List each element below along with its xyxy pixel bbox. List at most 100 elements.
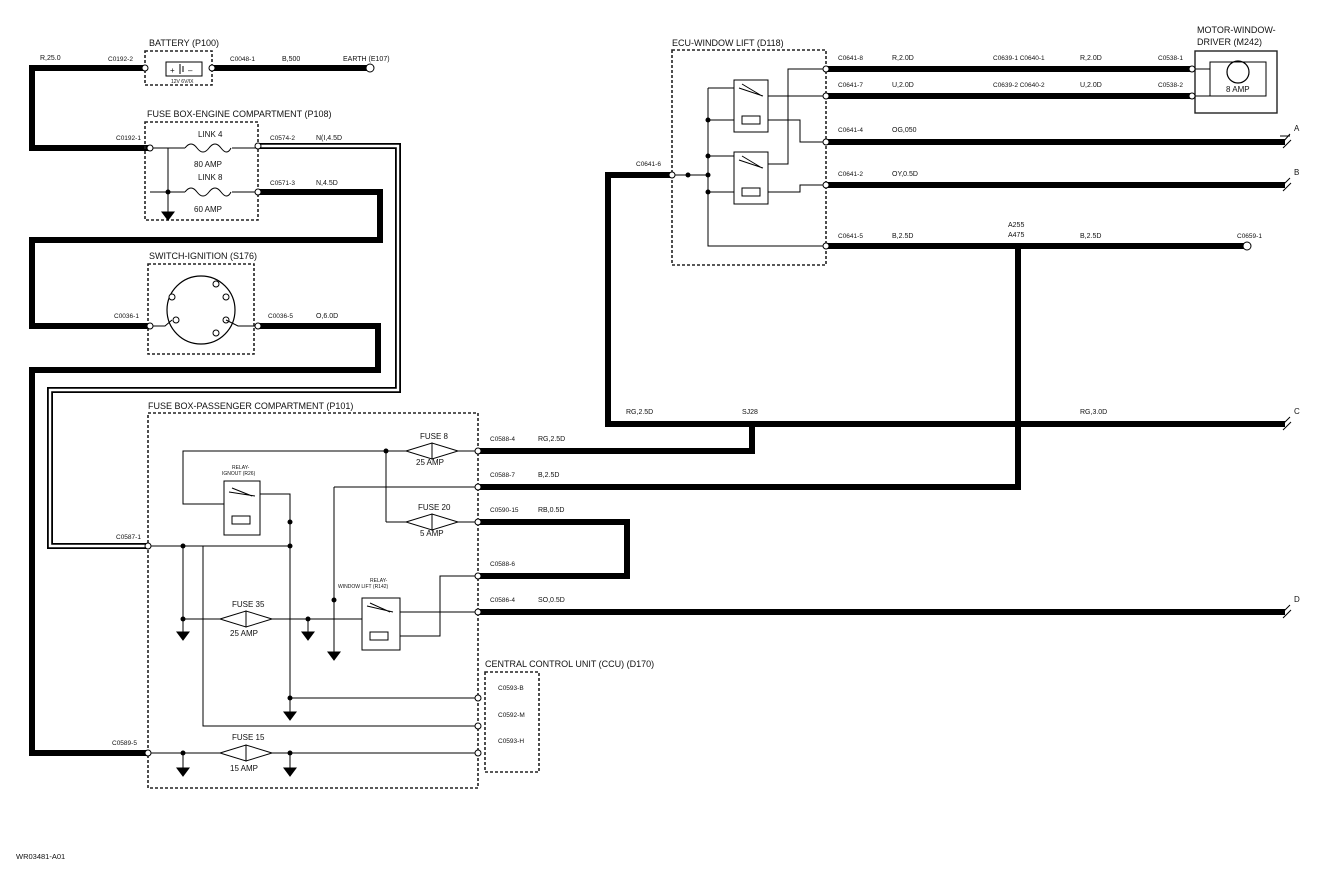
wire-o60d: O,6.0D bbox=[316, 313, 338, 320]
output-labels: A B C D bbox=[1294, 124, 1300, 604]
relay1-label: RELAY-IGNOUT (R26) bbox=[222, 465, 256, 477]
motor-rating: 8 AMP bbox=[1226, 85, 1250, 94]
svg-text:+: + bbox=[170, 66, 175, 75]
link8-rating: 60 AMP bbox=[194, 205, 222, 214]
link4-rating: 80 AMP bbox=[194, 160, 222, 169]
connector-labels: C0192-2 C0048-1 C0192-1 C0574-2 C0571-3 … bbox=[108, 55, 1262, 747]
conn-c0659-1: C0659-1 bbox=[1237, 233, 1262, 240]
wire-earth-label: EARTH (E107) bbox=[343, 56, 390, 63]
output-d: D bbox=[1294, 595, 1300, 604]
conn-c0036-5: C0036-5 bbox=[268, 313, 293, 320]
wire-fuse8-out bbox=[478, 424, 755, 454]
conn-c0588-7: C0588-7 bbox=[490, 472, 515, 479]
wire-ov05d: OY,0.5D bbox=[892, 171, 918, 178]
relay2-label: RELAY-WINDOW LIFT (R142) bbox=[338, 578, 389, 590]
wire-r250: R,25.0 bbox=[40, 55, 61, 62]
wire-b25d: B,2.5D bbox=[538, 472, 559, 479]
wire-rg25d-left: RG,2.5D bbox=[626, 409, 653, 416]
conn-c0641-2: C0641-2 bbox=[838, 171, 863, 178]
conn-c0574-2: C0574-2 bbox=[270, 135, 295, 142]
switch-ignition-title: SWITCH-IGNITION (S176) bbox=[149, 251, 257, 261]
link8-label: LINK 8 bbox=[198, 173, 223, 182]
conn-c0641-7: C0641-7 bbox=[838, 82, 863, 89]
wire-a255: A255 bbox=[1008, 222, 1024, 229]
conn-c0587-1: C0587-1 bbox=[116, 534, 141, 541]
conn-c0641-5: C0641-5 bbox=[838, 233, 863, 240]
ecu-title: ECU-WINDOW LIFT (D118) bbox=[672, 38, 784, 48]
fuse15-name: FUSE 15 bbox=[232, 733, 265, 742]
wire-b25d-ecu2: B,2.5D bbox=[1080, 233, 1101, 240]
battery-title: BATTERY (P100) bbox=[149, 38, 219, 48]
wire-ecu-ground bbox=[478, 246, 1021, 490]
conn-c0588-4: C0588-4 bbox=[490, 436, 515, 443]
fuse8-rating: 25 AMP bbox=[416, 458, 444, 467]
conn-c0590-15: C0590-15 bbox=[490, 507, 519, 514]
fuse-labels: FUSE 8 25 AMP FUSE 20 5 AMP FUSE 35 25 A… bbox=[230, 432, 451, 773]
motor-symbol bbox=[1192, 60, 1267, 97]
fuse-box-passenger bbox=[147, 412, 479, 789]
conn-c0641-6: C0641-6 bbox=[636, 161, 661, 168]
wire-n450: N(I,4.5D bbox=[316, 135, 342, 142]
conn-c0639-2: C0639-2 C0640-2 bbox=[993, 82, 1045, 89]
ecu-window-lift-box bbox=[671, 49, 827, 266]
wire-labels: R,25.0 B,500 EARTH (E107) N(I,4.5D N,4.5… bbox=[40, 55, 1107, 604]
passenger-thin-wiring bbox=[148, 450, 478, 768]
wire-b25d-ecu: B,2.5D bbox=[892, 233, 913, 240]
fuse-symbols bbox=[148, 442, 478, 762]
output-a: A bbox=[1294, 124, 1300, 133]
ignition-switch-symbol bbox=[150, 275, 258, 345]
wire-battery-to-fusebox bbox=[29, 65, 150, 151]
svg-text:–: – bbox=[188, 66, 193, 75]
wire-sj28: SJ28 bbox=[742, 409, 758, 416]
thick-wires bbox=[29, 65, 1285, 756]
wire-r20d-b: R,2.0D bbox=[1080, 55, 1102, 62]
battery-sub: 12V 6V/IX bbox=[171, 79, 194, 85]
ccu-pin-2: C0592-M bbox=[498, 712, 525, 719]
conn-c0641-4: C0641-4 bbox=[838, 127, 863, 134]
ecu-internals bbox=[672, 68, 826, 247]
battery-symbol: + – bbox=[165, 61, 203, 77]
connector-pins bbox=[141, 64, 1196, 757]
fuse35-rating: 25 AMP bbox=[230, 629, 258, 638]
ccu-pin-3: C0593-H bbox=[498, 738, 524, 745]
conn-c0588-6: C0588-6 bbox=[490, 561, 515, 568]
wire-switch-to-passenger bbox=[29, 323, 381, 756]
junction-dots bbox=[165, 117, 1021, 756]
conn-c0192-1: C0192-1 bbox=[116, 135, 141, 142]
motor-title1: MOTOR-WINDOW- bbox=[1197, 25, 1276, 35]
conn-c0589-5: C0589-5 bbox=[112, 740, 137, 747]
wire-u20d: U,2.0D bbox=[892, 82, 914, 89]
output-b: B bbox=[1294, 168, 1299, 177]
double-wire bbox=[47, 143, 401, 549]
output-c: C bbox=[1294, 407, 1300, 416]
fuse20-rating: 5 AMP bbox=[420, 529, 444, 538]
break-marks bbox=[1280, 133, 1292, 619]
conn-c0538-2: C0538-2 bbox=[1158, 82, 1183, 89]
wire-so05d: SO,0.5D bbox=[538, 597, 565, 604]
conn-c0192-2: C0192-2 bbox=[108, 56, 133, 63]
switch-ignition-box bbox=[147, 263, 255, 355]
fuse-box-passenger-title: FUSE BOX-PASSENGER COMPARTMENT (P101) bbox=[148, 401, 353, 411]
conn-c0571-3: C0571-3 bbox=[270, 180, 295, 187]
conn-c0036-1: C0036-1 bbox=[114, 313, 139, 320]
relay-ignout bbox=[223, 480, 261, 536]
wire-b500: B,500 bbox=[282, 56, 300, 63]
diagram-code: WR03481-A01 bbox=[16, 852, 65, 861]
fuse-box-engine-title: FUSE BOX-ENGINE COMPARTMENT (P108) bbox=[147, 109, 332, 119]
fuse35-name: FUSE 35 bbox=[232, 600, 265, 609]
conn-c0641-8: C0641-8 bbox=[838, 55, 863, 62]
fuse-box-engine bbox=[144, 121, 259, 221]
conn-c0586-4: C0586-4 bbox=[490, 597, 515, 604]
ccu-title: CENTRAL CONTROL UNIT (CCU) (D170) bbox=[485, 659, 654, 669]
relay-window-lift bbox=[361, 597, 401, 651]
fuse20-name: FUSE 20 bbox=[418, 503, 451, 512]
fuse8-name: FUSE 8 bbox=[420, 432, 449, 441]
wire-n45d: N,4.5D bbox=[316, 180, 338, 187]
wire-rg-bus bbox=[605, 172, 1285, 427]
motor-box bbox=[1194, 50, 1278, 114]
wire-rg250: RG,2.5D bbox=[538, 436, 565, 443]
link4-label: LINK 4 bbox=[198, 130, 223, 139]
ccu-pin-1: C0593-B bbox=[498, 685, 524, 692]
wire-rb05d: RB,0.5D bbox=[538, 507, 564, 514]
wire-rg30d: RG,3.0D bbox=[1080, 409, 1107, 416]
